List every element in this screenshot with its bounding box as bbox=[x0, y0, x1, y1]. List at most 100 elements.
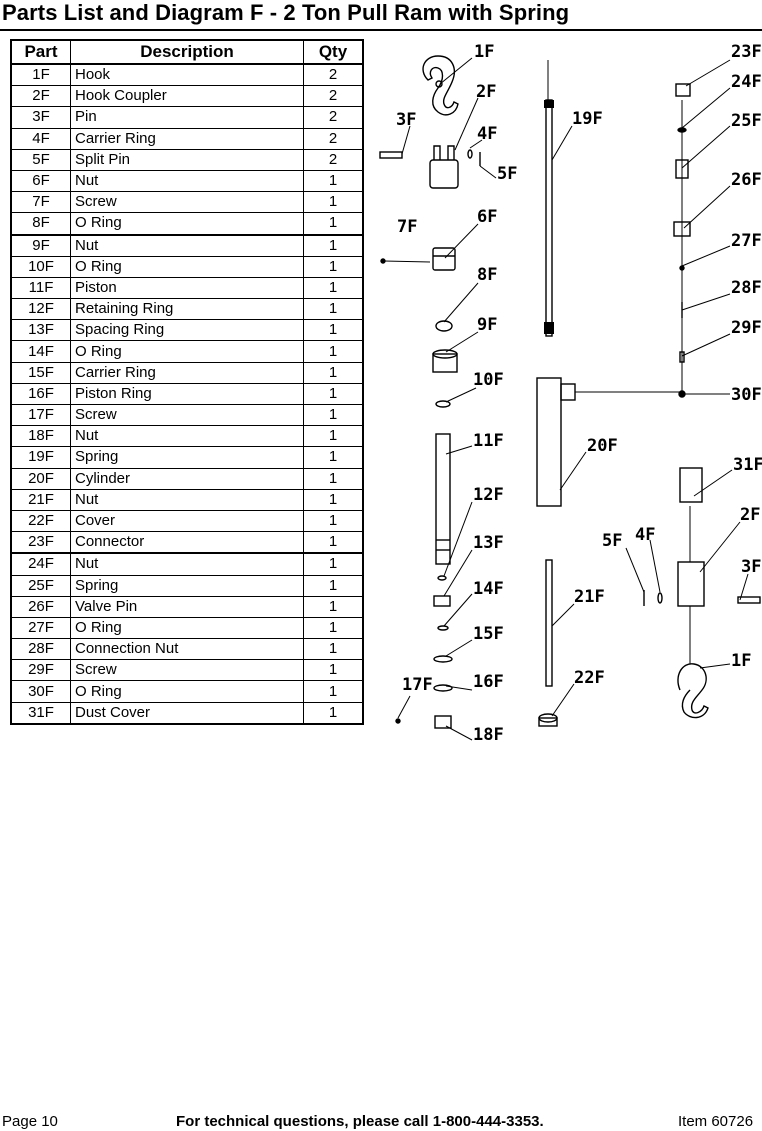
pin-icon bbox=[379, 151, 403, 159]
description-cell: Piston Ring bbox=[70, 383, 304, 406]
diagram-callout: 10F bbox=[473, 370, 504, 390]
column-header-qty: Qty bbox=[303, 39, 364, 65]
qty-cell: 2 bbox=[303, 128, 364, 150]
part-number-cell: 29F bbox=[10, 659, 71, 682]
diagram-callout: 15F bbox=[473, 624, 504, 644]
nut-icon bbox=[545, 559, 553, 687]
qty-cell: 1 bbox=[303, 446, 364, 469]
diagram-callout: 5F bbox=[497, 164, 517, 184]
description-cell: Carrier Ring bbox=[70, 128, 304, 150]
description-cell: Nut bbox=[70, 489, 304, 511]
nut-icon bbox=[432, 247, 456, 271]
spring-icon bbox=[545, 99, 553, 337]
part-number-cell: 23F bbox=[10, 531, 71, 555]
qty-cell: 2 bbox=[303, 85, 364, 108]
diagram-callout: 20F bbox=[587, 436, 618, 456]
part-number-cell: 19F bbox=[10, 446, 71, 469]
piston-ring-icon bbox=[433, 684, 453, 692]
qty-cell: 1 bbox=[303, 617, 364, 640]
o-ring-icon bbox=[437, 625, 449, 631]
screw-icon bbox=[395, 718, 401, 724]
qty-cell: 2 bbox=[303, 64, 364, 87]
description-cell: Screw bbox=[70, 659, 304, 682]
part-number-cell: 25F bbox=[10, 575, 71, 597]
part-number-cell: 12F bbox=[10, 298, 71, 321]
part-number-cell: 22F bbox=[10, 510, 71, 533]
o-ring-icon bbox=[435, 320, 453, 332]
qty-cell: 1 bbox=[303, 489, 364, 511]
part-number-cell: 17F bbox=[10, 404, 71, 427]
description-cell: Pin bbox=[70, 106, 304, 129]
qty-cell: 1 bbox=[303, 510, 364, 533]
part-number-cell: 2F bbox=[10, 85, 71, 108]
carrier-ring-icon bbox=[467, 149, 473, 159]
retaining-ring-icon bbox=[437, 575, 447, 581]
description-cell: Nut bbox=[70, 170, 304, 193]
part-number-cell: 11F bbox=[10, 277, 71, 300]
diagram-callout: 16F bbox=[473, 672, 504, 692]
diagram-callout: 5F bbox=[602, 531, 622, 551]
diagram-callout: 18F bbox=[473, 725, 504, 744]
description-cell: Screw bbox=[70, 404, 304, 427]
description-cell: Spring bbox=[70, 575, 304, 597]
description-cell: O Ring bbox=[70, 256, 304, 278]
description-cell: Nut bbox=[70, 553, 304, 576]
diagram-callout: 12F bbox=[473, 485, 504, 505]
hook-coupler-icon bbox=[677, 561, 705, 607]
part-number-cell: 16F bbox=[10, 383, 71, 406]
part-number-cell: 15F bbox=[10, 362, 71, 384]
part-number-cell: 18F bbox=[10, 425, 71, 448]
qty-cell: 1 bbox=[303, 404, 364, 427]
description-cell: Piston bbox=[70, 277, 304, 300]
description-cell: O Ring bbox=[70, 212, 304, 236]
exploded-parts-diagram: 1F2F3F4F5F6F7F8F9F10F11F12F13F14F15F16F1… bbox=[379, 42, 762, 744]
diagram-callout: 8F bbox=[477, 265, 497, 285]
diagram-callout: 14F bbox=[473, 579, 504, 599]
qty-cell: 1 bbox=[303, 256, 364, 278]
qty-cell: 1 bbox=[303, 638, 364, 661]
part-number-cell: 7F bbox=[10, 191, 71, 214]
diagram-callout: 31F bbox=[733, 455, 762, 475]
part-number-cell: 13F bbox=[10, 319, 71, 342]
diagram-callout: 30F bbox=[731, 385, 762, 405]
description-cell: Hook Coupler bbox=[70, 85, 304, 108]
description-cell: Split Pin bbox=[70, 149, 304, 171]
part-number-cell: 10F bbox=[10, 256, 71, 278]
qty-cell: 1 bbox=[303, 702, 364, 725]
description-cell: O Ring bbox=[70, 680, 304, 703]
hook-icon bbox=[677, 663, 709, 719]
part-number-cell: 3F bbox=[10, 106, 71, 129]
spacing-ring-icon bbox=[433, 595, 451, 607]
description-cell: Nut bbox=[70, 425, 304, 448]
qty-cell: 2 bbox=[303, 106, 364, 129]
diagram-callout: 1F bbox=[731, 651, 751, 671]
diagram-callout: 2F bbox=[476, 82, 496, 102]
page-title: Parts List and Diagram F - 2 Ton Pull Ra… bbox=[2, 0, 570, 25]
part-number-cell: 20F bbox=[10, 468, 71, 490]
pin-icon bbox=[737, 596, 761, 604]
diagram-callout: 4F bbox=[635, 525, 655, 545]
carrier-ring-icon bbox=[657, 592, 663, 604]
qty-cell: 1 bbox=[303, 234, 364, 257]
title-divider bbox=[0, 29, 762, 31]
diagram-callout: 4F bbox=[477, 124, 497, 144]
diagram-callout: 3F bbox=[741, 557, 761, 577]
description-cell: Spring bbox=[70, 446, 304, 469]
